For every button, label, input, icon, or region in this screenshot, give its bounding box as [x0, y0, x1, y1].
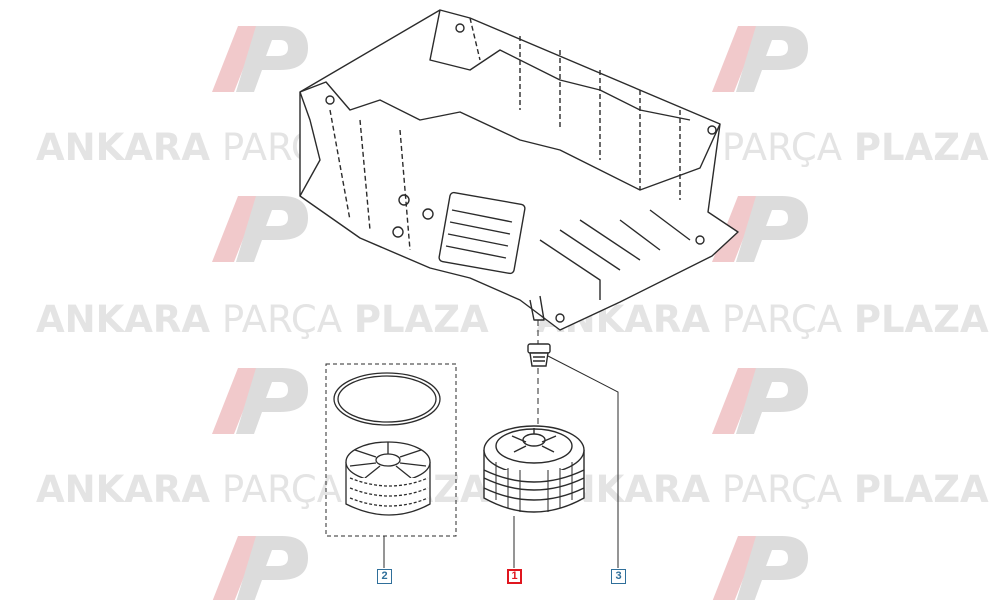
ap-logo-icon	[712, 26, 808, 92]
o-ring-icon	[333, 372, 441, 426]
leader-3	[547, 355, 619, 568]
callout-leaders	[383, 355, 619, 568]
callout-plug[interactable]: 3	[611, 569, 626, 584]
callout-oil-filter-element-kit[interactable]: 2	[377, 569, 392, 584]
watermark-row: ANKARA PARÇA PLAZA	[36, 468, 489, 511]
plug-icon	[527, 343, 551, 367]
ap-logo-icon	[712, 368, 808, 434]
filter-cartridge-icon	[345, 441, 431, 516]
callout-oil-filter-cap[interactable]: 1	[507, 569, 522, 584]
oil-filter-element-kit	[325, 363, 457, 537]
ap-logo-icon	[212, 368, 308, 434]
ap-logo-icon	[212, 196, 308, 262]
filter-housing-cap-icon	[483, 425, 585, 513]
ap-logo-icon	[212, 536, 308, 600]
watermark-row: ANKARA PARÇA PLAZA	[36, 298, 489, 341]
ap-logo-icon	[712, 536, 808, 600]
watermark-row: ANKARA PARÇA PLAZA	[536, 468, 989, 511]
engine-oil-sump-block-icon	[299, 9, 739, 331]
ap-logo-icon	[212, 26, 308, 92]
